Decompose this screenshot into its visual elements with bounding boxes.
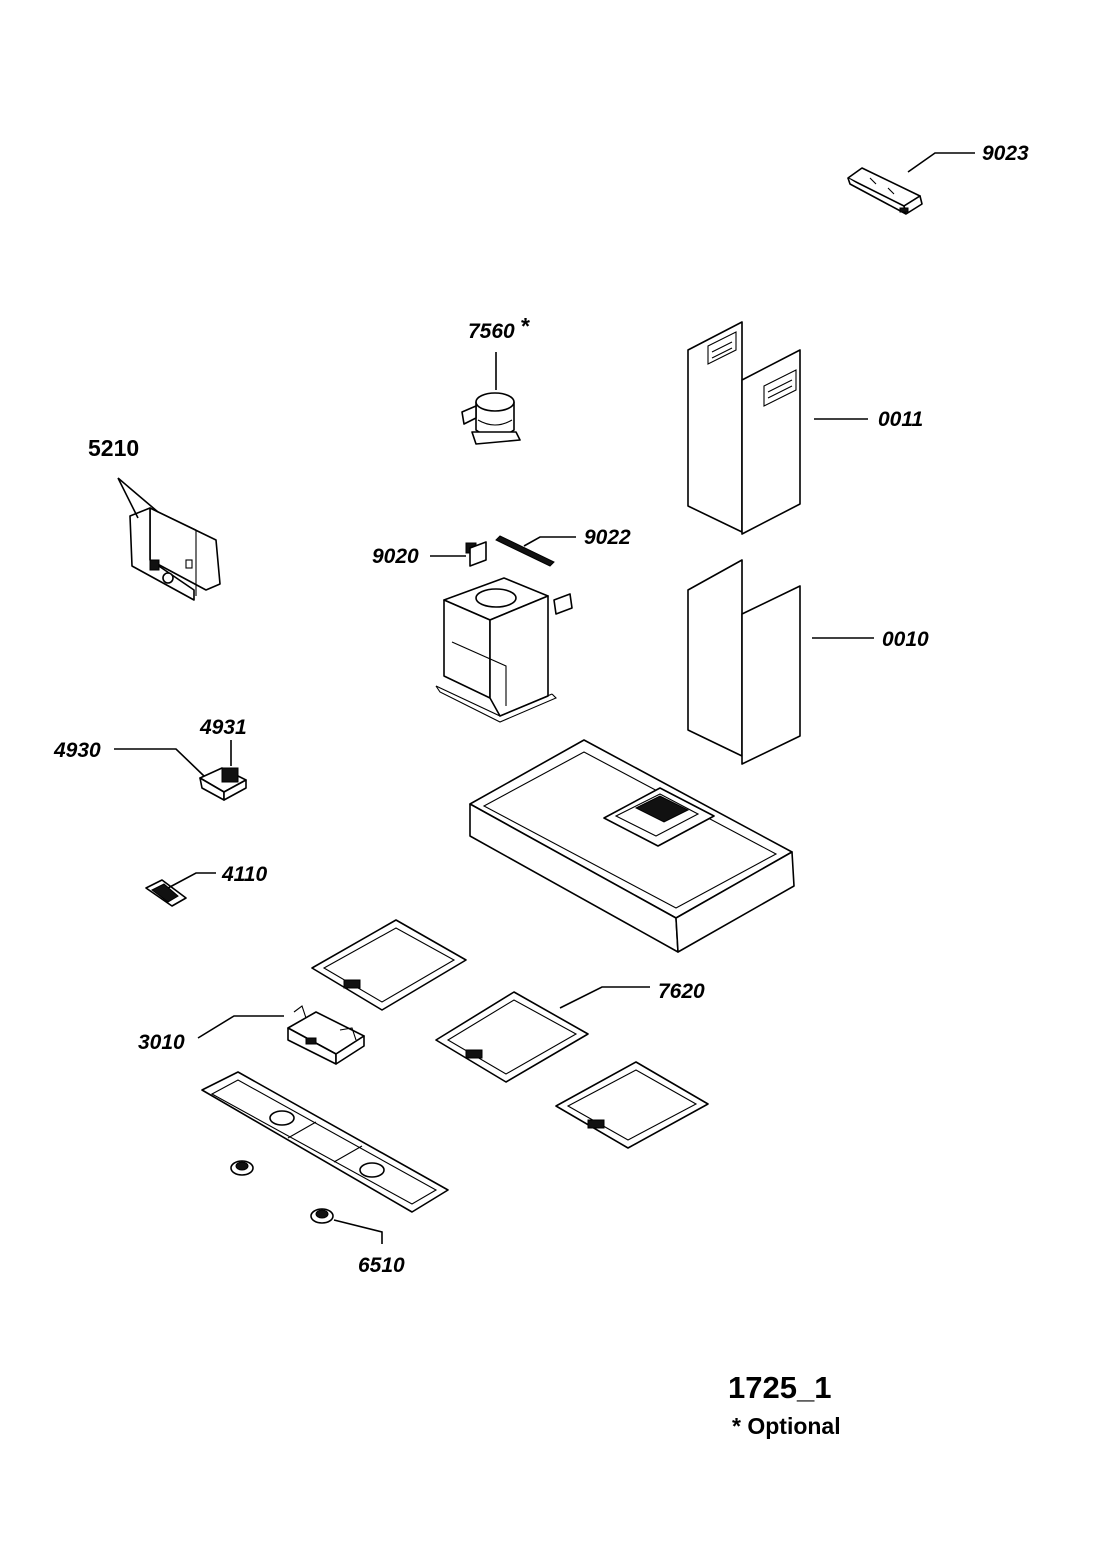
part-7620-filter-1 — [311, 919, 467, 1011]
part-4931-switch: 4931 — [199, 716, 247, 783]
part-light-panel — [201, 1071, 449, 1213]
part-0010-lower-chimney: 0010 — [687, 559, 929, 765]
part-4930-switch-bracket: 4930 — [53, 739, 247, 801]
optional-note: * Optional — [732, 1413, 841, 1439]
part-3010-board: 3010 — [138, 1005, 365, 1065]
callout-6510: 6510 — [358, 1254, 405, 1277]
part-7620-filter-2: 7620 — [435, 980, 705, 1083]
callout-5210: 5210 — [88, 435, 139, 461]
callout-7620: 7620 — [658, 980, 705, 1003]
part-9022-strip: 9022 — [495, 526, 631, 567]
callout-9022: 9022 — [584, 526, 631, 549]
part-4110-module: 4110 — [145, 863, 267, 907]
callout-4110: 4110 — [221, 863, 267, 886]
part-7560-motor: 7560 * — [461, 313, 530, 445]
callout-4930: 4930 — [53, 739, 101, 762]
part-canopy-hood — [469, 739, 795, 953]
callout-7560-optional-mark: * — [521, 313, 530, 339]
sheet-info: 1725_1 * Optional — [728, 1370, 841, 1439]
sheet-id: 1725_1 — [728, 1370, 831, 1405]
callout-7560: 7560 — [468, 320, 515, 343]
callout-0010: 0010 — [882, 628, 929, 651]
callout-4931: 4931 — [199, 716, 247, 739]
part-9023-bracket: 9023 — [847, 142, 1029, 215]
callout-9023: 9023 — [982, 142, 1029, 165]
callout-0011: 0011 — [878, 408, 923, 431]
part-6510-lamp-1 — [230, 1160, 254, 1176]
part-5210-control-box: 5210 — [88, 435, 221, 601]
callout-3010: 3010 — [138, 1031, 185, 1054]
part-7620-filter-3 — [555, 1061, 709, 1149]
part-6510-lamp-2: 6510 — [310, 1208, 405, 1277]
part-9020-motor-housing: 9020 — [372, 541, 573, 723]
part-0011-upper-chimney: 0011 — [687, 321, 923, 535]
callout-9020: 9020 — [372, 545, 419, 568]
